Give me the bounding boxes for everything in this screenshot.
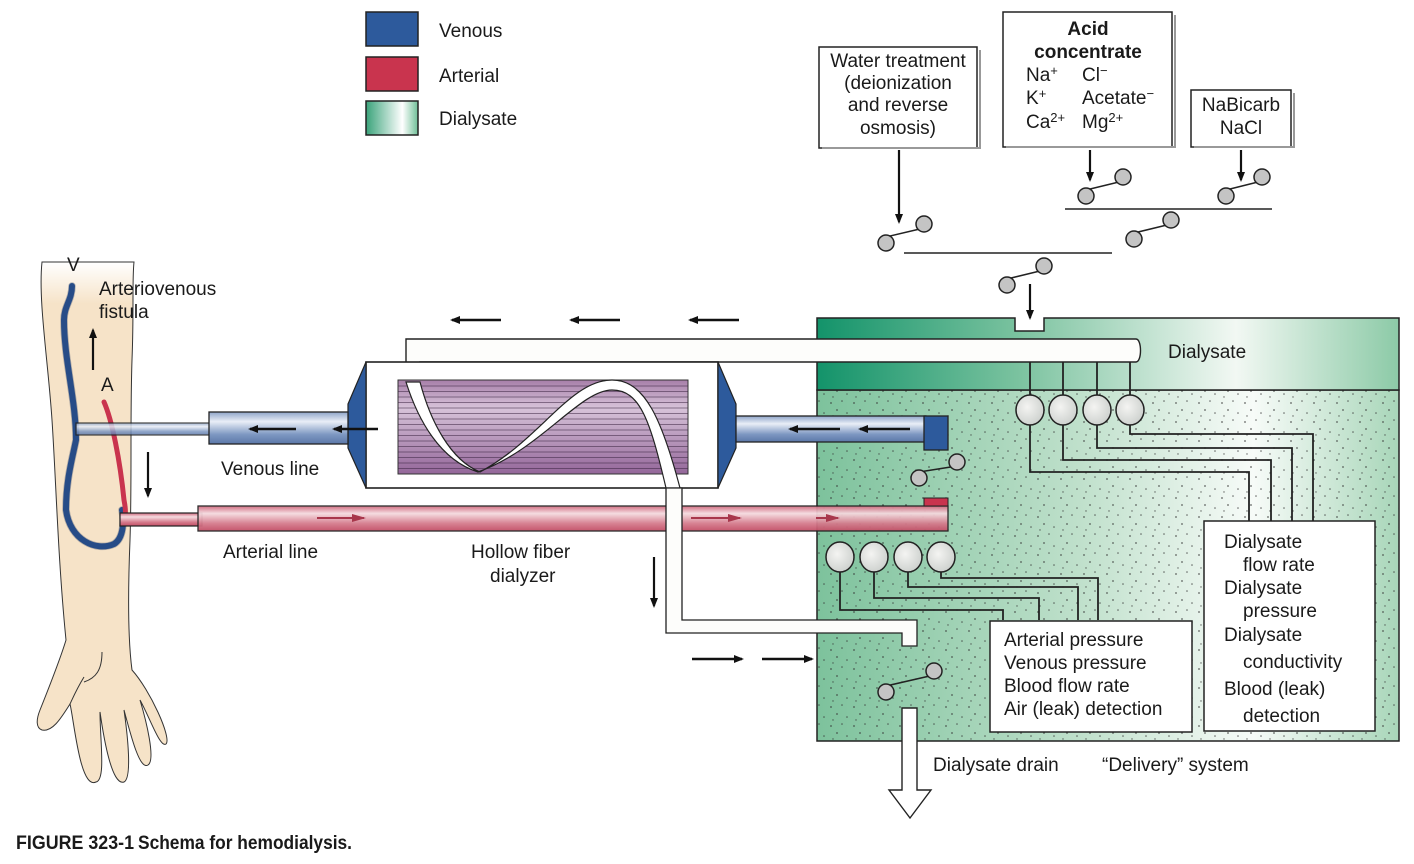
acid-title-line1: Acid [1067,19,1108,40]
acid-ions: Na+ Cl− K+ Acetate− Ca2+ Mg2+ [1026,63,1154,133]
dialysate-outflow-hose [650,487,918,663]
sensor-circle-icon [1048,394,1078,426]
water-line3: and reverse [848,95,948,116]
hollow-fiber-dialyzer: Hollow fiber dialyzer [347,361,737,587]
dialyzer-label-line2: dialyzer [490,566,556,587]
roller-pump-icon [1217,168,1271,205]
caption-figure-number: FIGURE 323-1 [16,833,134,854]
dialysate-monitor-box: Dialysate flow rate Dialysate pressure D… [1203,520,1376,732]
sensor-circle-icon [1082,394,1112,426]
dialyzer-right-cap [717,361,737,489]
fiber-lines [398,385,688,469]
monitor-arterial-pressure: Arterial pressure [1004,630,1143,651]
arterial-pump-block [923,497,949,507]
ion-acetate: Acetate− [1082,86,1154,109]
sensor-circle-icon [1015,394,1045,426]
water-line1: Water treatment [830,51,966,72]
dialysate-sensors [1015,362,1314,522]
roller-pump-icon [877,215,933,252]
monitor-dialysate-conductivity-2: conductivity [1243,652,1343,673]
drain-label: Dialysate drain [933,755,1059,776]
monitor-venous-pressure: Venous pressure [1004,653,1147,674]
legend-label-arterial: Arterial [439,66,499,87]
dialysate-sensor-wires [1029,362,1314,522]
monitor-dialysate-flow-rate-2: flow rate [1243,555,1315,576]
thumb-crease [83,651,103,683]
blood-monitor-box: Arterial pressure Venous pressure Blood … [989,620,1193,733]
water-line2: (deionization [844,73,952,94]
venous-line-label: Venous line [221,459,319,480]
monitor-blood-leak-2: detection [1243,706,1320,727]
bicarb-box: NaBicarb NaCl [1190,89,1295,182]
legend-item-dialysate: Dialysate [365,100,517,136]
sensor-circle-icon [859,541,889,573]
acid-title-line2: concentrate [1034,42,1142,63]
legend-swatch-arterial [365,56,419,92]
monitor-dialysate-conductivity-1: Dialysate [1224,625,1302,646]
dialyzer-label-line1: Hollow fiber [471,542,571,563]
fistula-label-line1: Arteriovenous [99,279,216,300]
sensor-circle-icon [825,541,855,573]
ion-cl: Cl− [1082,63,1108,86]
ion-na: Na+ [1026,63,1058,86]
legend-label-venous: Venous [439,21,502,42]
fistula-label-line2: fistula [99,302,149,323]
bicarb-line1: NaBicarb [1202,95,1280,116]
venous-needle [75,422,211,436]
roller-pump-icon [877,662,943,701]
bicarb-line2: NaCl [1220,118,1262,139]
roller-pump-icon [1077,168,1132,205]
arterial-line: Arterial line [119,497,949,563]
venous-pump-block [923,415,949,451]
figure-caption: FIGURE 323-1 Schema for hemodialysis. [16,833,352,854]
arm-illustration: V Arteriovenous fistula A [36,255,216,783]
blood-sensor-wires [839,572,1099,620]
legend-swatch-dialysate [365,100,419,136]
monitor-dialysate-pressure-1: Dialysate [1224,578,1302,599]
monitor-blood-flow-rate: Blood flow rate [1004,676,1130,697]
label-v: V [67,255,80,276]
ion-k: K+ [1026,86,1046,109]
legend-item-venous: Venous [365,11,502,47]
dialysate-reservoir-label: Dialysate [1168,342,1246,363]
dialysate-drain: Dialysate drain “Delivery” system [887,707,1249,820]
dialyzer-left-cap [347,361,367,489]
arterial-needle [119,512,203,527]
label-a: A [101,375,114,396]
vein-outline [60,282,127,551]
water-treatment-box: Water treatment (deionization and revers… [818,46,981,224]
legend-item-arterial: Arterial [365,56,499,92]
ion-mg: Mg2+ [1082,110,1123,133]
monitor-dialysate-flow-rate-1: Dialysate [1224,532,1302,553]
drain-arrow-icon [887,707,933,820]
sensor-circle-icon [893,541,923,573]
legend: Venous Arterial Dialysate [365,11,517,136]
monitor-dialysate-pressure-2: pressure [1243,601,1317,622]
blood-sensors [825,541,1099,620]
venous-line: Venous line [75,411,949,480]
monitor-blood-leak-1: Blood (leak) [1224,679,1325,700]
roller-pump-icon [1125,211,1180,248]
ion-ca: Ca2+ [1026,110,1065,133]
legend-swatch-venous [365,11,419,47]
dialysate-sensor-circles [1015,394,1145,426]
pumps [877,168,1271,701]
vein [60,283,126,550]
acid-concentrate-box: Acid concentrate Na+ Cl− K+ Acetate− Ca2… [1002,11,1176,182]
sensor-circle-icon [1115,394,1145,426]
arterial-line-label: Arterial line [223,542,318,563]
monitor-air-leak-detection: Air (leak) detection [1004,699,1162,720]
blood-sensor-circles [825,541,956,573]
roller-pump-icon [910,453,966,487]
delivery-system-label: “Delivery” system [1102,755,1249,776]
roller-pump-icon [998,257,1053,294]
caption-text: Schema for hemodialysis. [138,833,352,854]
legend-label-dialysate: Dialysate [439,109,517,130]
sensor-circle-icon [926,541,956,573]
water-line4: osmosis) [860,118,936,139]
hand-crease [69,676,85,705]
